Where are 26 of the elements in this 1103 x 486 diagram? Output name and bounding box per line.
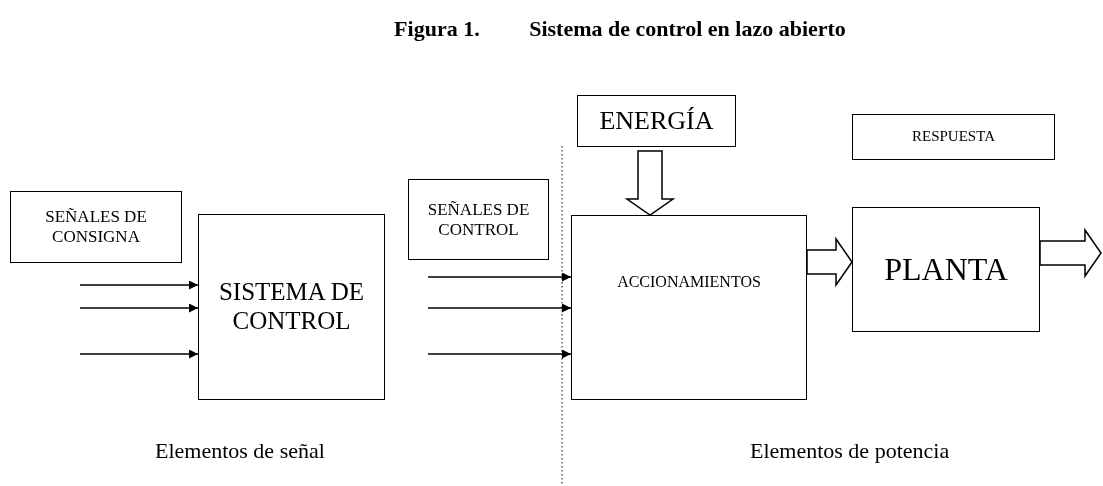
response-box xyxy=(852,114,1055,160)
figure-title: Figura 1. Sistema de control en lazo abierto xyxy=(393,16,847,42)
setpoint-signals-box xyxy=(10,191,182,263)
node-label: ENERGÍA xyxy=(599,106,714,136)
node-label: SEÑALES DE CONTROL xyxy=(426,199,531,240)
node-label: PLANTA xyxy=(884,251,1008,288)
energy-box xyxy=(577,95,736,147)
node-label: ACCIONAMIENTOS xyxy=(617,273,761,292)
signal-arrow xyxy=(427,272,572,282)
control-signals-box xyxy=(408,179,549,260)
plant-box xyxy=(852,207,1040,332)
region-label: Elementos de señal xyxy=(155,438,325,464)
node-label: SISTEMA DE CONTROL xyxy=(217,278,366,336)
control-system-box xyxy=(198,214,385,400)
signal-arrow xyxy=(79,280,199,290)
signal-arrow xyxy=(79,349,199,359)
signal-arrow xyxy=(427,349,572,359)
node-label: SEÑALES DE CONSIGNA xyxy=(44,207,148,247)
block-arrow xyxy=(624,150,676,216)
region-label: Elementos de potencia xyxy=(750,438,950,464)
signal-arrow xyxy=(427,303,572,313)
actuators-box xyxy=(571,215,807,400)
block-arrow xyxy=(806,236,853,288)
signal-arrow xyxy=(79,303,199,313)
node-label: RESPUESTA xyxy=(912,128,995,146)
block-arrow xyxy=(1039,227,1102,279)
